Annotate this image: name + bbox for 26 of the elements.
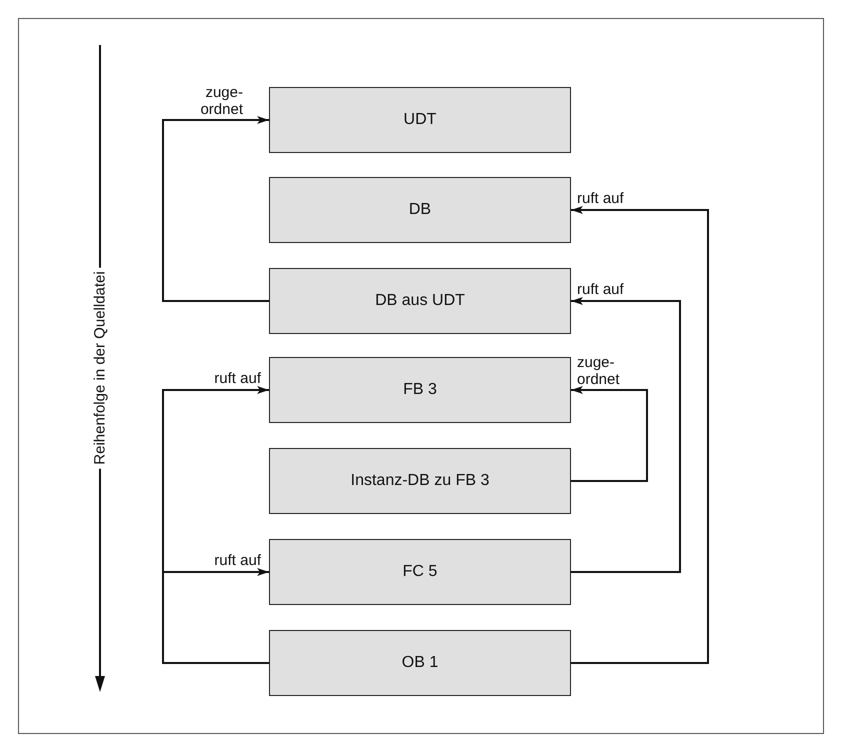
block-label: UDT: [404, 111, 436, 129]
edge-label: ruft auf: [577, 190, 625, 207]
arrow: [162, 116, 269, 302]
block-box: [269, 87, 571, 153]
block-box: [269, 539, 571, 605]
edge-label: zuge- ordnet: [199, 84, 243, 118]
arrow: [571, 206, 709, 664]
block-label: Instanz-DB zu FB 3: [350, 472, 490, 490]
axis-label: Reihenfolge in der Quelldatei: [92, 267, 108, 469]
arrow: [162, 568, 269, 664]
arrow: [571, 386, 648, 482]
block-label: FC 5: [402, 563, 438, 581]
edge-label: ruft auf: [213, 370, 261, 387]
block-label: DB: [408, 201, 432, 219]
block-box: [269, 630, 571, 696]
block-box: [269, 177, 571, 243]
block-box: [269, 268, 571, 334]
block-label: FB 3: [403, 381, 437, 399]
arrow: [571, 297, 681, 573]
block-label: OB 1: [402, 654, 438, 672]
block-box: [269, 448, 571, 514]
edge-label: ruft auf: [213, 552, 261, 569]
edge-label: ruft auf: [577, 281, 625, 298]
edge-label: zuge- ordnet: [577, 354, 621, 388]
block-label: DB aus UDT: [375, 292, 465, 310]
block-box: [269, 357, 571, 423]
